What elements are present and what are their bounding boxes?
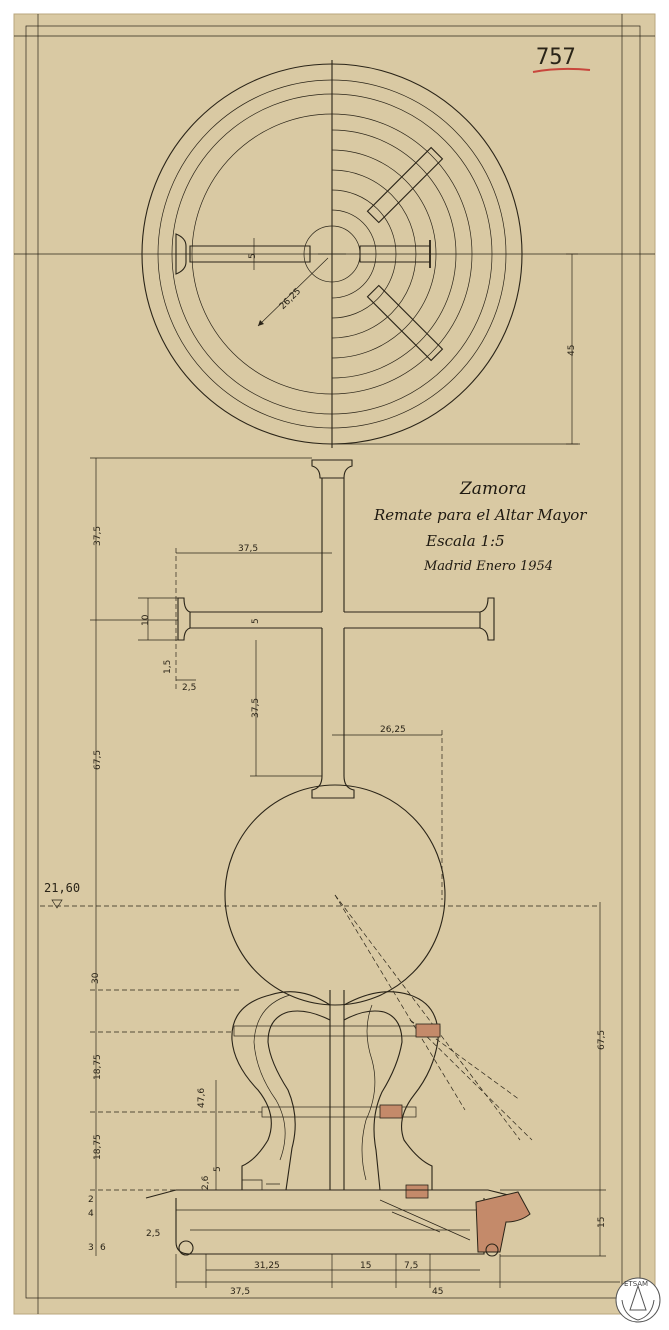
right-dim-base-label: 15 — [597, 1217, 607, 1228]
left-bracket-outer — [231, 991, 331, 1190]
left-dim-base-d-label: 3 — [88, 1243, 94, 1253]
plan-radius-arrow — [258, 320, 264, 326]
left-dim-seg2-label: 18,75 — [93, 1134, 103, 1160]
bottom-dim-total-right-label: 45 — [432, 1287, 443, 1297]
title-line-4: Madrid Enero 1954 — [423, 559, 553, 574]
left-dimension-chain: 37,5 67,5 30 18,75 18,75 2 4 6 3 21,60 4… — [40, 457, 600, 1256]
plan-left-arm — [189, 245, 311, 263]
cross-radius-label: 26,25 — [380, 725, 406, 735]
left-dim-base-c-label: 6 — [100, 1243, 106, 1253]
plan-half-circle-4 — [331, 189, 397, 319]
base-steps — [241, 1179, 280, 1190]
right-dimension-chain: 67,5 15 — [500, 902, 607, 1257]
cross-lower-dim-label: 37,5 — [251, 698, 261, 718]
left-dim-base-a-label: 2 — [88, 1195, 94, 1205]
cross-right-cap — [479, 597, 495, 641]
etsam-stamp: ETSAM — [615, 1277, 661, 1323]
construction-line-2 — [334, 894, 466, 1111]
bottom-dim-b-label: 15 — [360, 1261, 371, 1271]
cross-shaft — [321, 478, 345, 776]
plan-arm-width-label: 5 — [248, 253, 258, 259]
left-bracket-inner — [267, 1010, 331, 1191]
sphere — [224, 784, 446, 1006]
center-post — [329, 990, 345, 1190]
construction-line-4 — [409, 1019, 521, 1101]
plan-left-arm-cap — [175, 233, 187, 275]
left-dim-upper-label: 37,5 — [93, 526, 103, 546]
left-dim-total-label: 67,5 — [93, 750, 103, 770]
cross-horizontal-arm — [190, 611, 480, 629]
base-foot-right-circle — [485, 1243, 499, 1257]
stamp-circle — [615, 1277, 661, 1323]
right-bracket-outer — [343, 991, 439, 1190]
cross-arm-span-label: 37,5 — [238, 544, 258, 554]
plan-right-dim-label: 45 — [567, 345, 577, 356]
left-dim-base-b-label: 4 — [88, 1209, 94, 1219]
stamp-text: ETSAM — [624, 1280, 648, 1288]
title-line-1: Zamora — [459, 479, 527, 499]
cross-small-a-label: 1,5 — [163, 660, 173, 674]
plan-lower-diagonal-arm — [366, 284, 444, 362]
bottom-dim-c-label: 7,5 — [404, 1261, 418, 1271]
left-dim-seg1-label: 18,75 — [93, 1054, 103, 1080]
level-mark-triangle — [51, 899, 63, 909]
cross-small-b-label: 2,5 — [182, 683, 196, 693]
cross-bottom-cap — [311, 775, 355, 799]
title-line-3: Escala 1:5 — [425, 532, 505, 550]
cross-left-cap — [177, 597, 191, 641]
inner-height-label: 47,6 — [197, 1088, 207, 1108]
base-25-label: 2,5 — [146, 1229, 160, 1239]
plan-half-circle-1 — [331, 129, 457, 379]
title-line-2: Remate para el Altar Mayor — [373, 506, 587, 524]
construction-line-3 — [409, 1019, 533, 1141]
level-mark-label: 21,60 — [44, 881, 80, 895]
wood-marker-upper — [415, 1023, 441, 1038]
stamp-laurel-icon — [621, 1284, 655, 1321]
sheet-number: 757 — [536, 45, 576, 70]
left-dim-30-label: 30 — [91, 972, 101, 984]
wood-marker-base — [405, 1184, 429, 1199]
inner-5-label: 5 — [213, 1166, 223, 1172]
cross-arm-width-b-label: 5 — [251, 618, 261, 624]
left-bracket-mid — [253, 994, 291, 1161]
paper-margin-border — [25, 25, 641, 1299]
paper-background — [13, 13, 656, 1315]
plan-radius-line — [257, 257, 329, 327]
base-foot-right — [475, 1191, 531, 1253]
plan-half-circle-3 — [331, 169, 417, 339]
base-plinth-top — [145, 1189, 521, 1199]
right-dim-total-label: 67,5 — [597, 1030, 607, 1050]
bottom-dim-a-label: 31,25 — [254, 1261, 280, 1271]
sphere-and-base — [145, 784, 533, 1257]
bottom-dimension-chain: 31,25 15 7,5 37,5 45 — [175, 1254, 620, 1297]
right-bracket-inner — [343, 1010, 403, 1191]
bottom-dim-total-left-label: 37,5 — [230, 1287, 250, 1297]
construction-line-1 — [334, 894, 521, 1141]
wood-marker-middle — [379, 1104, 403, 1119]
plan-upper-diagonal-arm — [366, 146, 444, 224]
sheet-number-underline — [532, 67, 591, 73]
title-block: Zamora Remate para el Altar Mayor Escala… — [373, 479, 587, 574]
plan-half-circle-5 — [331, 209, 377, 299]
plan-half-circle-2 — [331, 149, 437, 359]
right-bracket-mid — [361, 1004, 376, 1181]
base-incline — [379, 1199, 471, 1241]
inner-26-label: 2,6 — [201, 1175, 211, 1190]
base-foot-left — [178, 1240, 194, 1256]
cross-elevation: 37,5 10 5 1,5 2,5 37,5 26,25 — [138, 459, 495, 900]
